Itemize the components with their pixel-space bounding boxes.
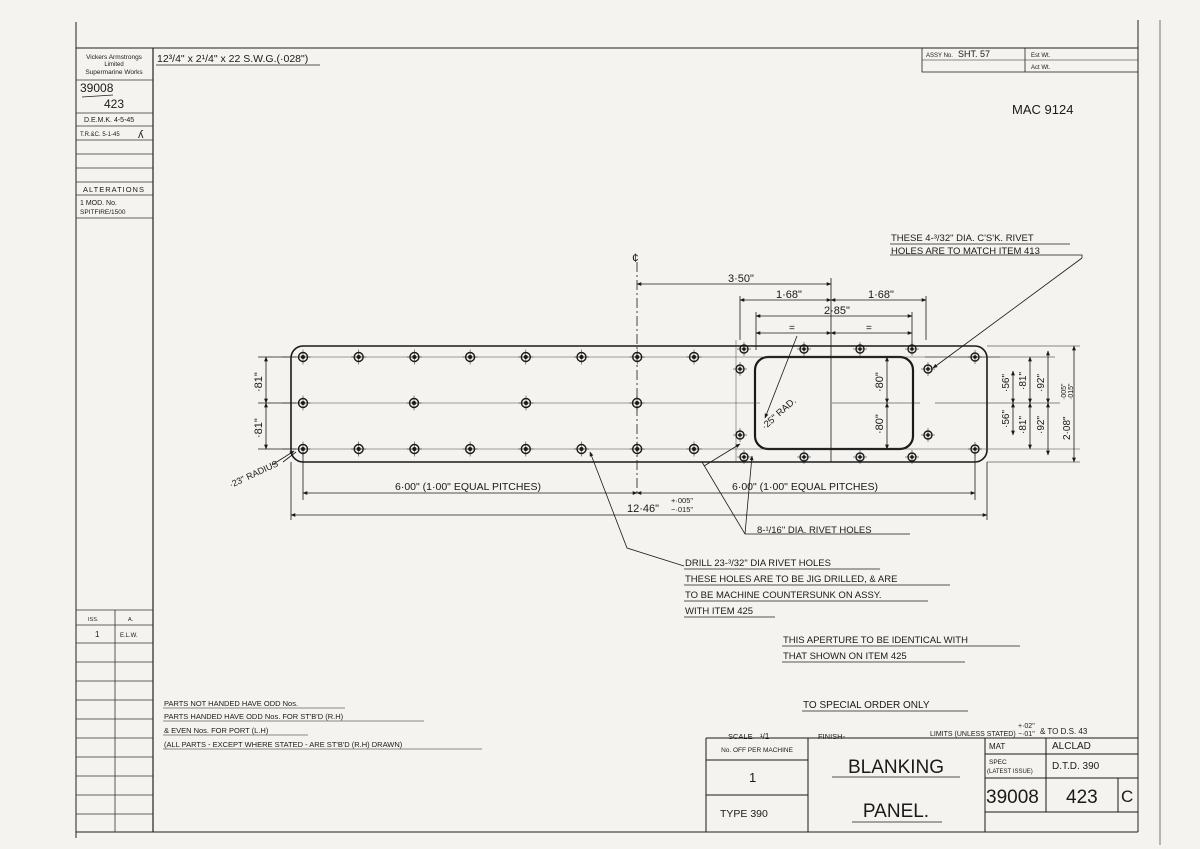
note-drill-line4: WITH ITEM 425 bbox=[685, 606, 753, 617]
dim-12-46: 12·46" bbox=[627, 503, 659, 515]
note-drill-line3: TO BE MACHINE COUNTERSUNK ON ASSY. bbox=[685, 590, 882, 601]
header-info: 12³/4" x 2¹/4" x 22 S.W.G.(·028") ASSY N… bbox=[156, 47, 1139, 117]
dim-0-81-bottom-right: ·81" bbox=[1018, 416, 1029, 434]
blanking-panel-part bbox=[282, 340, 1080, 463]
left-info-panel: Vickers Armstrongs Limited Supermarine W… bbox=[76, 54, 153, 832]
dim-0-92-bottom: ·92" bbox=[1036, 416, 1047, 434]
company-line-2: Limited bbox=[104, 62, 123, 68]
rivet-holes bbox=[295, 342, 982, 464]
no-off-label: No. OFF PER MACHINE bbox=[721, 747, 794, 754]
note-handed-line1: PARTS NOT HANDED HAVE ODD Nos. bbox=[164, 699, 298, 708]
title-part-number: 423 bbox=[1066, 787, 1098, 808]
drawn-by: D.E.M.K. 4-5-45 bbox=[84, 117, 134, 124]
limits-label: LIMITS (UNLESS STATED) bbox=[930, 731, 1016, 738]
scale-label: SCALE bbox=[728, 732, 753, 741]
note-handed-line3: & EVEN Nos. FOR PORT (L.H) bbox=[164, 726, 269, 735]
note-handed-line2: PARTS HANDED HAVE ODD Nos. FOR ST'B'D (R… bbox=[164, 712, 344, 721]
no-off-value: 1 bbox=[749, 770, 756, 785]
note-aperture-line1: THIS APERTURE TO BE IDENTICAL WITH bbox=[783, 635, 968, 646]
dimension-lines bbox=[258, 254, 1083, 567]
mat-label: MAT bbox=[989, 742, 1005, 751]
dim-0-80-top: ·80" bbox=[874, 372, 886, 392]
note-drill-line2: THESE HOLES ARE TO BE JIG DRILLED, & ARE bbox=[685, 574, 897, 585]
title-line-1: BLANKING bbox=[848, 757, 944, 778]
panel-outline bbox=[290, 345, 988, 463]
sheet-border bbox=[75, 20, 1161, 845]
note-special-order: TO SPECIAL ORDER ONLY bbox=[803, 700, 930, 711]
dim-2-85: 2·85" bbox=[824, 305, 850, 317]
spec-value: D.T.D. 390 bbox=[1052, 761, 1100, 772]
dim-12-46-tol-plus: +·005" bbox=[671, 496, 693, 505]
mat-value: ALCLAD bbox=[1052, 741, 1091, 752]
dim-3-50: 3·50" bbox=[728, 273, 754, 285]
dim-6-00-left: 6·00" (1·00" EQUAL PITCHES) bbox=[395, 481, 541, 493]
dim-6-00-right: 6·00" (1·00" EQUAL PITCHES) bbox=[732, 481, 878, 493]
issue-number: 1 bbox=[95, 630, 100, 639]
note-aperture-line2: THAT SHOWN ON ITEM 425 bbox=[783, 651, 907, 662]
title-drawing-number: 39008 bbox=[986, 787, 1039, 808]
dim-0-56-top: ·56" bbox=[1001, 374, 1012, 392]
dim-0-80-bottom: ·80" bbox=[874, 414, 886, 434]
dim-equal-right: = bbox=[866, 323, 872, 334]
dim-0-81-bottom-left: ·81" bbox=[253, 418, 265, 438]
mod-detail: SPITFIRE/1500 bbox=[80, 209, 126, 216]
left-part-number: 423 bbox=[104, 97, 124, 111]
dim-1-68-right: 1·68" bbox=[868, 289, 894, 301]
dim-0-81-top-left: ·81" bbox=[253, 372, 265, 392]
issue-initials: E.L.W. bbox=[120, 633, 138, 639]
company-line-3: Supermarine Works bbox=[85, 69, 143, 76]
spec-label-1: SPEC bbox=[989, 759, 1007, 766]
issue-header-2: A. bbox=[128, 617, 134, 623]
est-weight-label: Est Wt. bbox=[1031, 53, 1051, 59]
title-line-2: PANEL. bbox=[863, 801, 929, 822]
assy-value: SHT. 57 bbox=[958, 49, 990, 59]
finish-label: FINISH- bbox=[818, 732, 846, 741]
issue-letter: C bbox=[1121, 787, 1133, 806]
limits-suffix: & TO D.S. 43 bbox=[1040, 727, 1088, 736]
scale-value: ¹/1 bbox=[760, 732, 770, 741]
checked-mark-icon: ʎ bbox=[138, 129, 144, 141]
dim-12-46-tol-minus: −·015" bbox=[671, 505, 693, 514]
drawing-notes: THESE 4-³/32" DIA. C'S'K. RIVET HOLES AR… bbox=[163, 233, 1070, 750]
dimension-labels: ¢ 3·50" 1·68" 1·68" 2·85" = = ·81" ·81" … bbox=[228, 251, 1075, 515]
limits-minus: −·01" bbox=[1018, 731, 1035, 738]
mac-number: MAC 9124 bbox=[1012, 102, 1073, 117]
note-drill-line1: DRILL 23-³/32" DIA RIVET HOLES bbox=[685, 558, 831, 569]
note-handed-line4: (ALL PARTS - EXCEPT WHERE STATED - ARE S… bbox=[164, 740, 403, 749]
type-value: TYPE 390 bbox=[720, 808, 768, 820]
centre-line-mark: ¢ bbox=[632, 251, 639, 265]
material-spec: 12³/4" x 2¹/4" x 22 S.W.G.(·028") bbox=[157, 53, 308, 65]
issue-header-1: ISS. bbox=[88, 617, 99, 623]
mod-number: 1 MOD. No. bbox=[80, 200, 117, 207]
dim-1-68-left: 1·68" bbox=[776, 289, 802, 301]
assy-label: ASSY No. bbox=[926, 53, 953, 59]
company-line-1: Vickers Armstrongs bbox=[86, 54, 143, 61]
note-8-rivet-holes: 8-¹/16" DIA. RIVET HOLES bbox=[757, 525, 872, 536]
dim-2-08-tol-minus: ·015" bbox=[1068, 383, 1075, 400]
dim-0-92-top: ·92" bbox=[1036, 374, 1047, 392]
dim-equal-left: = bbox=[789, 323, 795, 334]
traced-by: T.R.&C. 5-1-45 bbox=[80, 132, 120, 138]
dim-0-25-rad: ·25" RAD. bbox=[760, 396, 799, 433]
title-block: SCALE ¹/1 FINISH- LIMITS (UNLESS STATED)… bbox=[705, 723, 1138, 832]
dim-2-08-tol-plus: ·005" bbox=[1061, 383, 1068, 400]
dim-0-81-top-right: ·81" bbox=[1018, 372, 1029, 390]
note-rivet-match-line1: THESE 4-³/32" DIA. C'S'K. RIVET bbox=[891, 233, 1034, 244]
dim-2-08: 2·08" bbox=[1062, 416, 1073, 440]
dim-0-23-radius: ·23" RADIUS bbox=[228, 458, 280, 489]
note-rivet-match-line2: HOLES ARE TO MATCH ITEM 413 bbox=[891, 246, 1040, 257]
dim-0-56-bottom: ·56" bbox=[1001, 410, 1012, 428]
alterations-title: ALTERATIONS bbox=[83, 185, 145, 194]
spec-label-2: (LATEST ISSUE) bbox=[987, 769, 1033, 775]
act-weight-label: Act Wt. bbox=[1031, 65, 1051, 71]
limits-plus: +·02" bbox=[1018, 723, 1035, 730]
left-drawing-number: 39008 bbox=[80, 81, 114, 95]
